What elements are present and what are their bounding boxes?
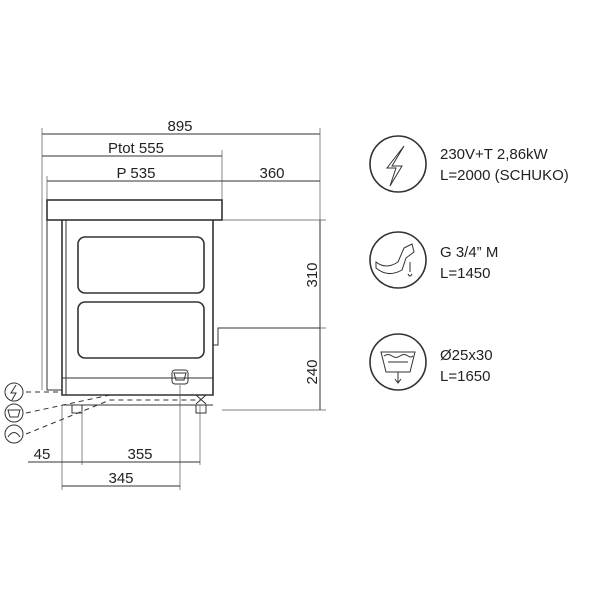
drain-connection: Ø25x30 L=1650 [369, 333, 493, 391]
left-connection-icons [4, 369, 207, 444]
dim-overall-width: 895 [167, 118, 192, 135]
dim-bottom-345: 345 [108, 470, 133, 487]
electric-spec-line2: L=2000 (SCHUKO) [440, 167, 569, 184]
electric-spec-line1: 230V+T 2,86kW [440, 146, 549, 163]
dim-left-offset: 45 [34, 446, 51, 463]
drain-spec-line1: Ø25x30 [440, 347, 493, 364]
machine-body [46, 199, 320, 414]
water-spec-line1: G 3/4” M [440, 244, 498, 261]
dim-height-upper: 310 [304, 262, 321, 287]
drain-spec-line2: L=1650 [440, 368, 490, 385]
dim-p: P 535 [117, 165, 156, 182]
electric-connection: 230V+T 2,86kW L=2000 (SCHUKO) [369, 135, 569, 193]
water-supply-connection: G 3/4” M L=1450 [369, 231, 498, 289]
dim-height-lower: 240 [304, 359, 321, 384]
drain-icon [369, 333, 427, 391]
water-spec-line2: L=1450 [440, 265, 490, 282]
dim-ptot: Ptot 555 [108, 140, 164, 157]
water-supply-icon [369, 231, 427, 289]
dim-bottom-355: 355 [127, 446, 152, 463]
bottom-dimension-lines [28, 385, 201, 490]
dim-right-offset: 360 [259, 165, 284, 182]
electric-icon [369, 135, 427, 193]
